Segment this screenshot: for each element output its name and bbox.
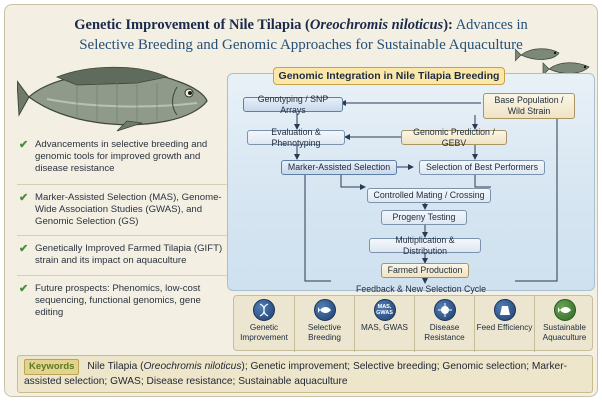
benefit-sustainable-aquaculture: Sustainable Aquaculture <box>534 296 594 352</box>
benefits-icon-row: Genetic Improvement Selective Breeding M… <box>233 295 594 352</box>
title-main: Genetic Improvement of Nile Tilapia ( <box>74 17 310 33</box>
key-point: ✔ Future prospects: Phenomics, low-cost … <box>19 282 201 319</box>
keywords-rest: ); Genetic improvement; Selective breedi… <box>24 361 567 387</box>
divider <box>17 274 229 276</box>
title-sub-tail: Advances in <box>455 17 528 33</box>
node-progeny-testing: Progeny Testing <box>381 210 467 225</box>
title-species: Oreochromis niloticus <box>309 17 444 33</box>
check-icon: ✔ <box>19 282 29 295</box>
keywords-species: Oreochromis niloticus <box>143 361 242 372</box>
divider <box>17 183 229 185</box>
node-marker-assisted-selection: Marker-Assisted Selection <box>281 160 397 175</box>
feed-icon <box>493 299 516 321</box>
mas-gwas-icon: MAS, GWAS <box>373 299 396 321</box>
key-points-list: ✔ Advancements in selective breeding and… <box>17 139 229 326</box>
title-close: ): <box>443 17 453 33</box>
benefit-disease-resistance: Disease Resistance <box>414 296 474 352</box>
check-icon: ✔ <box>19 139 29 151</box>
check-icon: ✔ <box>19 243 29 256</box>
page-title: Genetic Improvement of Nile Tilapia (Ore… <box>5 15 597 55</box>
node-genomic-prediction: Genomic Prediction / GEBV <box>401 127 507 148</box>
benefit-selective-breeding: Selective Breeding <box>294 296 354 352</box>
flowchart-title: Genomic Integration in Nile Tilapia Bree… <box>273 67 505 85</box>
check-icon: ✔ <box>19 191 29 204</box>
small-fish-group-icon <box>515 48 590 76</box>
node-base-population: Base Population / Wild Strain <box>483 93 575 119</box>
title-line2: Selective Breeding and Genomic Approache… <box>79 37 523 53</box>
sustainable-icon <box>553 299 576 321</box>
fish-icon <box>313 299 336 321</box>
key-point: ✔ Marker-Assisted Selection (MAS), Genom… <box>19 191 222 228</box>
keywords-bar: Keywords Nile Tilapia (Oreochromis niloti… <box>17 355 593 393</box>
disease-icon <box>433 299 456 321</box>
dna-icon <box>253 299 275 321</box>
benefit-mas-gwas: MAS, GWAS MAS, GWAS <box>354 296 414 352</box>
flowchart-arrows <box>294 100 558 284</box>
keywords-lead: Nile Tilapia ( <box>87 361 144 372</box>
feedback-label: Feedback & New Selection Cycle <box>355 284 487 294</box>
node-farmed-production: Farmed Production <box>381 263 469 278</box>
key-point: ✔ Advancements in selective breeding and… <box>19 139 208 175</box>
key-point: ✔ Genetically Improved Farmed Tilapia (G… <box>19 243 223 267</box>
divider <box>17 235 229 237</box>
poster-frame: Genetic Improvement of Nile Tilapia (Ore… <box>4 4 598 397</box>
tilapia-fish-icon <box>17 66 208 132</box>
node-genotyping: Genotyping / SNP Arrays <box>243 94 343 115</box>
node-evaluation: Evaluation & Phenotyping <box>247 127 345 148</box>
node-best-performers: Selection of Best Performers <box>419 160 545 175</box>
node-multiplication: Multiplication & Distribution <box>369 235 481 256</box>
node-controlled-mating: Controlled Mating / Crossing <box>367 188 491 203</box>
keywords-tag: Keywords <box>24 359 80 375</box>
benefit-feed-efficiency: Feed Efficiency <box>474 296 534 352</box>
benefit-genetic-improvement: Genetic Improvement <box>234 296 294 352</box>
